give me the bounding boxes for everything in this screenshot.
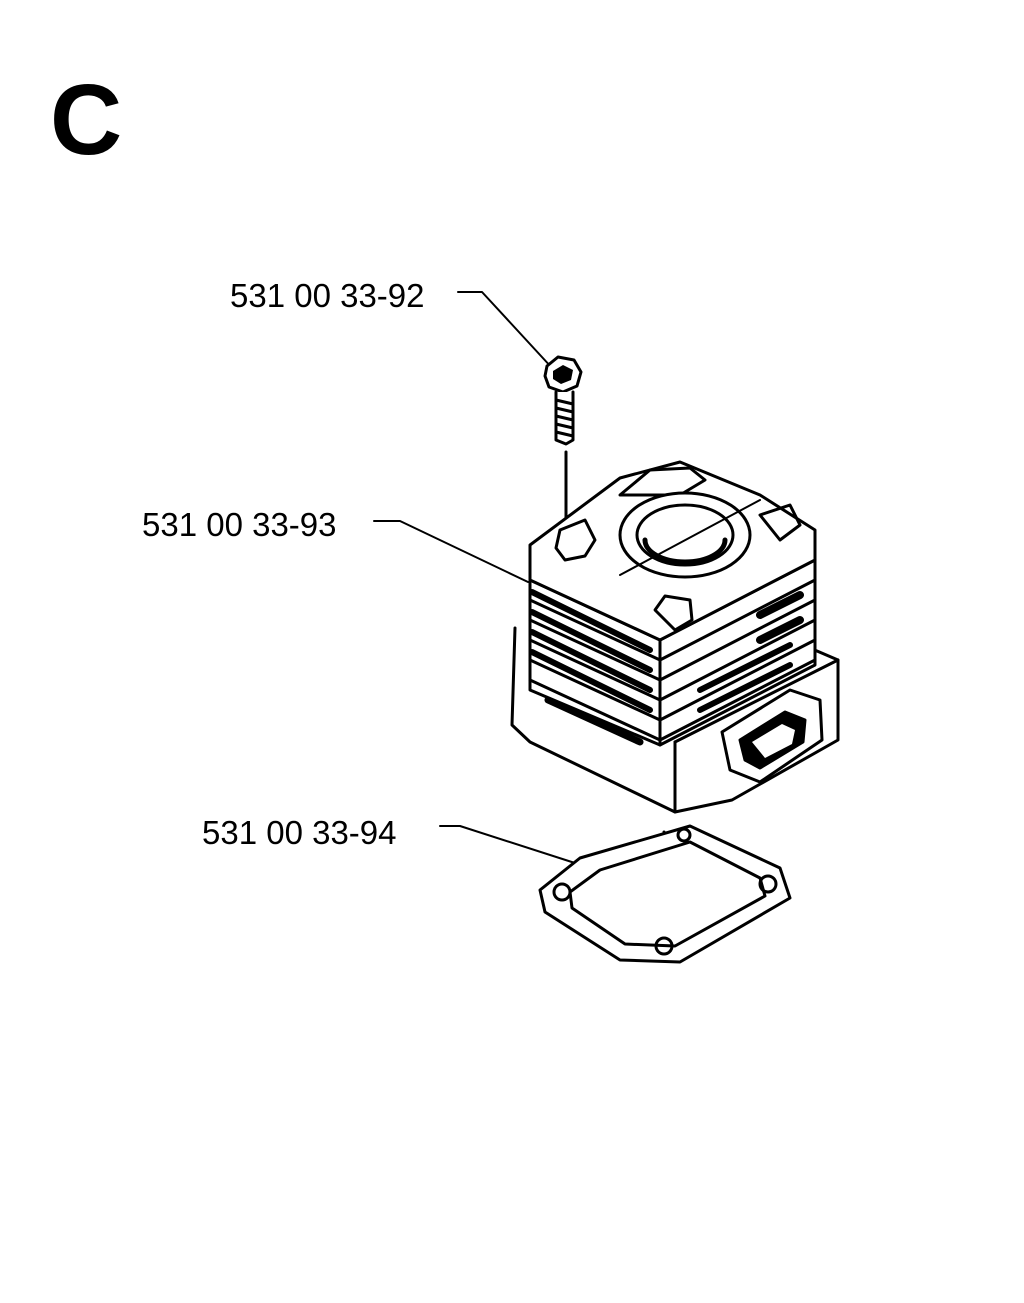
leader-line-screw [457,291,554,370]
leader-line-gasket [439,825,579,865]
part-label-screw: 531 00 33-92 [230,277,425,314]
leader-line-cylinder [373,520,529,583]
screw-icon [543,355,583,548]
cylinder-icon [510,460,840,814]
gasket-icon [538,824,792,964]
part-label-gasket: 531 00 33-94 [202,814,397,851]
part-label-cylinder: 531 00 33-93 [142,506,337,543]
section-letter: C [50,64,123,176]
